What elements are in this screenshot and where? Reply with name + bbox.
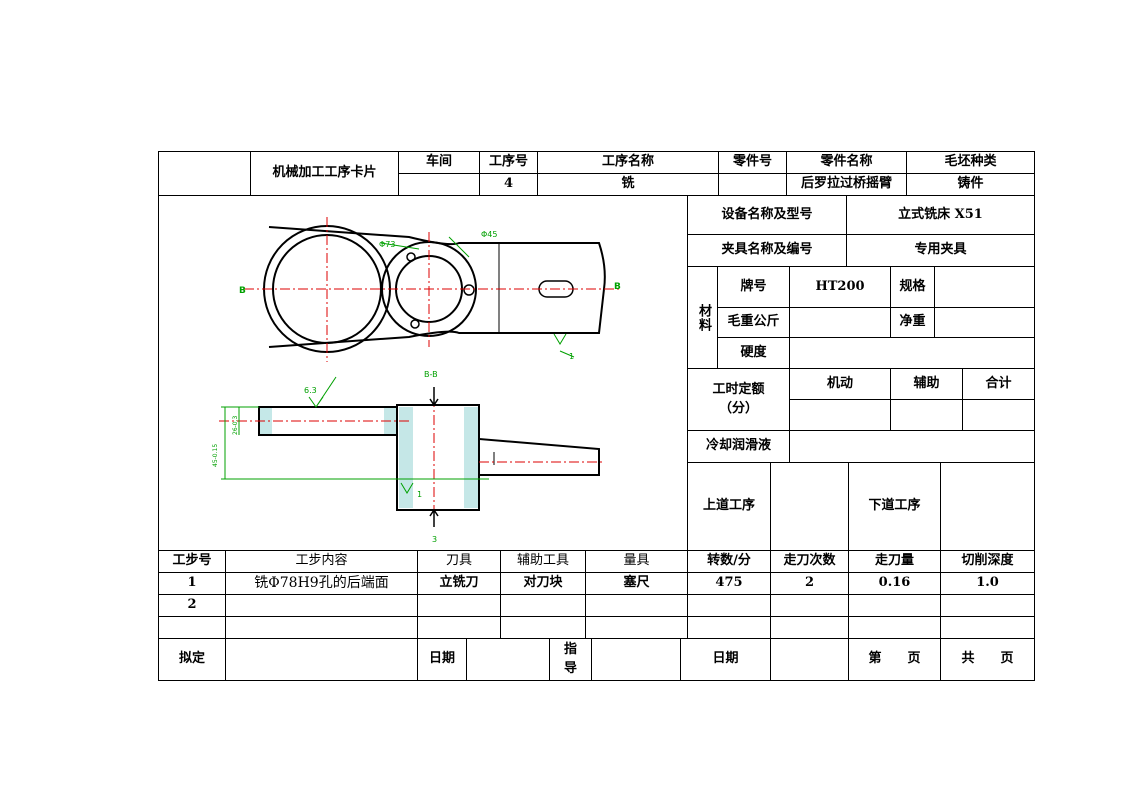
dim-label-26: 26-0.3 — [232, 415, 239, 435]
op-no-label: 工序号 — [488, 154, 528, 170]
grade-value: HT200 — [815, 278, 865, 294]
prev-op-label: 上道工序 — [702, 498, 755, 514]
fixture-value: 专用夹具 — [914, 242, 967, 258]
border-bottom — [158, 680, 1035, 681]
time-unit-label: （分） — [718, 400, 758, 416]
callout-label-3: 3 — [432, 535, 437, 544]
table-cell: 铣Φ78H9孔的后端面 — [254, 575, 389, 592]
op-name-value: 铣 — [621, 176, 635, 192]
aux-time-label: 辅助 — [913, 375, 940, 391]
next-op-label: 下道工序 — [868, 498, 921, 514]
table-cell: 对刀块 — [523, 575, 563, 591]
workshop-label: 车间 — [425, 154, 452, 170]
callout-label-1: 1 — [569, 352, 574, 361]
part-name-label: 零件名称 — [820, 154, 873, 170]
date-label: 日期 — [428, 651, 455, 667]
machine-time-label: 机动 — [826, 375, 853, 391]
callout-label-2: 1 — [417, 490, 422, 499]
blank-type-value: 铸件 — [957, 176, 984, 192]
page-no-label: 第 页 — [868, 651, 921, 667]
card-title: 机械加工工序卡片 — [272, 165, 377, 181]
section-label-b-right: B — [614, 282, 621, 292]
op-name-label: 工序名称 — [601, 154, 654, 170]
grade-label: 牌号 — [740, 278, 767, 294]
border-right — [1034, 151, 1035, 681]
table-cell: 1.0 — [976, 575, 999, 591]
process-card: 机械加工工序卡片 车间 工序号 工序名称 零件号 零件名称 毛坯种类 4 铣 后… — [158, 151, 1035, 681]
section-title: B-B — [424, 370, 438, 379]
material-label: 材料 — [695, 303, 711, 332]
table-cell: 0.16 — [878, 575, 911, 591]
drafted-label: 拟定 — [178, 651, 205, 667]
part-no-label: 零件号 — [732, 154, 772, 170]
col-header: 刀具 — [445, 553, 472, 569]
col-header: 切削深度 — [961, 553, 1014, 569]
col-header: 走刀次数 — [783, 553, 836, 569]
border-top — [158, 151, 1035, 152]
table-cell: 2 — [187, 597, 197, 613]
col-header: 工步号 — [172, 553, 212, 569]
part-name-value: 后罗拉过桥摇臂 — [800, 176, 892, 192]
col-header: 量具 — [623, 553, 650, 569]
col-header: 辅助工具 — [516, 553, 569, 569]
dim-label-45: 45-0.15 — [212, 444, 219, 467]
table-cell: 1 — [187, 575, 197, 591]
table-cell: 475 — [715, 575, 743, 591]
time-quota-label: 工时定额 — [712, 381, 765, 397]
hardness-label: 硬度 — [740, 344, 767, 360]
total-pages-label: 共 页 — [961, 651, 1014, 667]
coolant-label: 冷却润滑液 — [705, 438, 771, 454]
table-cell: 塞尺 — [623, 575, 650, 591]
time-quota-cell: 工时定额 （分） — [688, 369, 789, 430]
total-time-label: 合计 — [985, 375, 1012, 391]
fixture-label: 夹具名称及编号 — [721, 242, 813, 258]
roughness-label: 6.3 — [304, 386, 317, 395]
guide-label: 指导 — [564, 642, 579, 676]
blank-type-label: 毛坯种类 — [944, 154, 997, 170]
equipment-label: 设备名称及型号 — [721, 206, 813, 222]
table-cell: 2 — [804, 575, 815, 591]
equipment-value: 立式铣床 X51 — [898, 206, 983, 222]
op-no-value: 4 — [503, 176, 514, 192]
net-weight-label: 净重 — [899, 314, 926, 330]
col-header: 走刀量 — [874, 553, 914, 569]
dim-label-phi45: Φ45 — [481, 230, 497, 239]
col-header: 转数/分 — [707, 553, 751, 569]
gross-weight-label: 毛重公斤 — [727, 314, 780, 330]
date2-label: 日期 — [712, 651, 739, 667]
part-drawing: Φ73 Φ45 1 B B — [212, 217, 621, 544]
spec-label: 规格 — [899, 278, 926, 294]
table-cell: 立铣刀 — [439, 575, 479, 591]
dim-label-phi73: Φ73 — [379, 240, 395, 249]
border-left — [158, 151, 159, 681]
col-header: 工步内容 — [295, 553, 348, 569]
section-label-b-left: B — [239, 286, 246, 296]
